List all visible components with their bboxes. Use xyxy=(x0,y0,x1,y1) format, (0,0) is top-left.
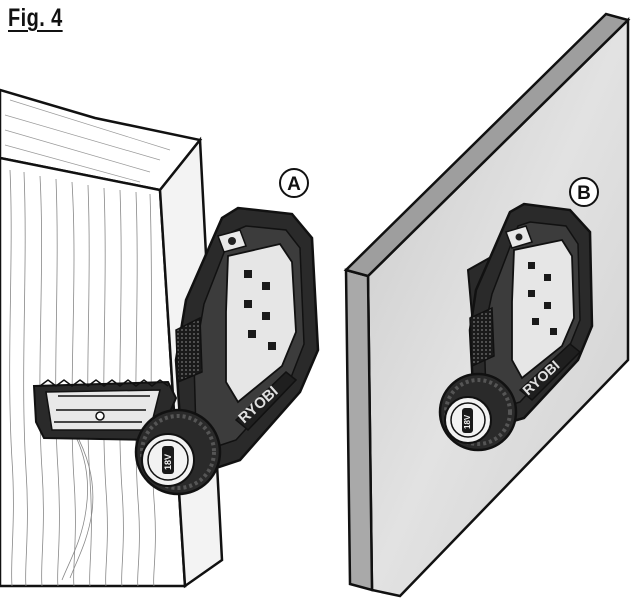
callout-a: A xyxy=(279,168,309,198)
figure-title: Fig. 4 xyxy=(8,4,63,32)
laser-device-b: RYOBI 18V xyxy=(438,202,594,452)
knob-label-b: 18V xyxy=(463,414,472,429)
wood-board xyxy=(0,88,224,589)
laser-device-a: RYOBI 18V xyxy=(32,206,320,496)
callout-b-label: B xyxy=(577,183,591,204)
callout-a-label: A xyxy=(287,174,301,195)
knob-label-a: 18V xyxy=(163,454,173,470)
callout-b: B xyxy=(569,177,599,207)
